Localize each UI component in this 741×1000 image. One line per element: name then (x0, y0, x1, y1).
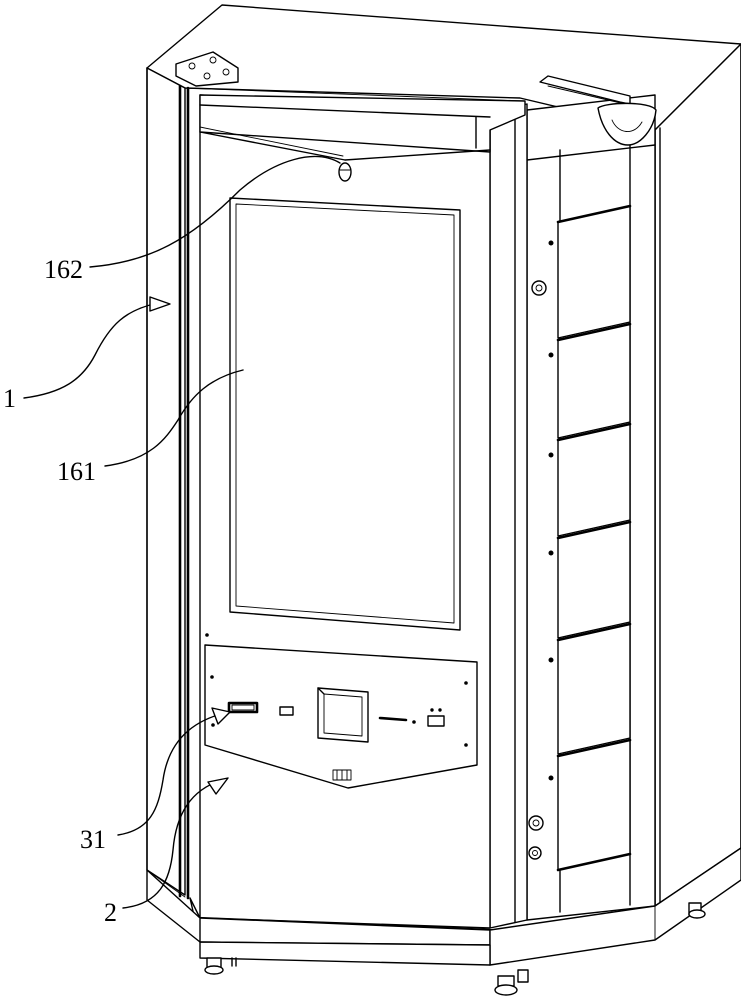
label-camera: 162 (44, 255, 83, 284)
card-reader-slot[interactable] (227, 701, 259, 714)
locker-door[interactable] (556, 520, 632, 639)
caster-wheel (494, 969, 529, 996)
lock-icon (528, 846, 542, 860)
label-card-reader-slot: 31 (80, 825, 106, 854)
lock-icon (531, 280, 547, 296)
lock-icon (528, 815, 544, 831)
usb-port[interactable] (279, 706, 294, 716)
speaker-grille (332, 769, 352, 781)
label-display-screen: 161 (57, 457, 96, 486)
receipt-printer[interactable] (317, 687, 369, 743)
display-screen[interactable] (229, 197, 461, 631)
dome-camera (597, 102, 657, 146)
right-side-panel (654, 43, 741, 907)
front-pillar (489, 103, 528, 929)
leader-1 (23, 296, 171, 399)
leader-31 (117, 707, 231, 836)
left-side-panel (146, 67, 190, 900)
label-cabinet-body: 1 (3, 384, 16, 413)
locker-door[interactable] (556, 322, 632, 439)
label-lower-panel: 2 (104, 898, 117, 927)
leader-162 (89, 155, 341, 268)
locker-door[interactable] (556, 738, 632, 872)
top-rail (539, 75, 631, 105)
caster-wheel (204, 957, 237, 975)
hinge-plate (175, 51, 239, 87)
camera (338, 162, 352, 182)
button-indicator[interactable] (427, 708, 445, 727)
bill-slot[interactable] (378, 716, 416, 724)
cabinet-base (146, 847, 741, 966)
leader-2 (122, 777, 229, 909)
leader-161 (104, 369, 244, 467)
locker-door[interactable] (556, 422, 632, 537)
locker-column (517, 94, 656, 921)
caster-wheel (688, 902, 706, 919)
locker-door[interactable] (556, 204, 632, 339)
locker-door[interactable] (556, 622, 632, 755)
